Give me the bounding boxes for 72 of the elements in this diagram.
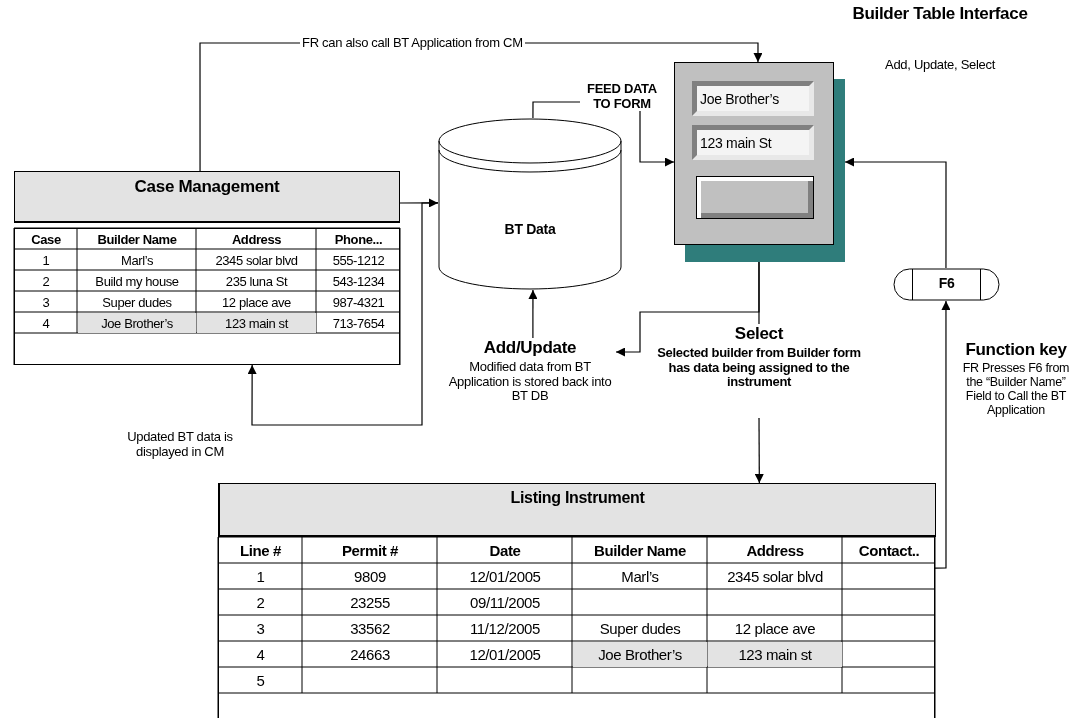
table-cell-text: 3 [41, 293, 51, 312]
database-cylinder [438, 118, 622, 290]
form-button [696, 176, 814, 219]
table-cell-text: Build my house [94, 272, 180, 291]
table-cell-text: Super dudes [598, 619, 682, 639]
table-cell-text: 12/01/2005 [468, 567, 542, 587]
panel-title: Listing Instrument [509, 489, 646, 507]
window-subtitle: Add, Update, Select [884, 58, 997, 73]
column-header: Case [30, 230, 62, 249]
table-cell: 123 main st [708, 642, 842, 667]
field-value: 123 main St [700, 136, 772, 152]
table-cell-text: 713-7654 [331, 314, 386, 333]
table-cell-text: 5 [255, 671, 266, 691]
table-cell-text: 9809 [353, 567, 387, 587]
table-cell-text: 4 [255, 645, 266, 665]
annotation-body: Modified data from BT Application is stored back into BT DB [447, 360, 613, 404]
table-cell-text: Super dudes [101, 293, 173, 312]
table-cell-text: 09/11/2005 [469, 593, 541, 613]
column-header: Date [488, 541, 522, 561]
column-header: Line # [239, 541, 282, 561]
table-cell-text: 555-1212 [331, 251, 386, 270]
table-cell: Joe Brother’s [573, 642, 707, 667]
table-cell-text: 33562 [349, 619, 391, 639]
connector-arrow [754, 417, 764, 484]
edge-label: FR can also call BT Application from CM [300, 36, 525, 51]
annotation-heading: Select [733, 324, 785, 344]
key-label: F6 [937, 276, 956, 292]
application-window [218, 483, 935, 718]
connector-arrow [934, 300, 951, 569]
table-cell-text: Marl’s [620, 567, 660, 587]
table-cell: 123 main st [197, 313, 316, 333]
table-cell-text: 12 place ave [221, 293, 292, 312]
column-header: Contact.. [857, 541, 921, 561]
input-field [692, 81, 814, 116]
table-cell: Joe Brother’s [78, 313, 196, 333]
connector-arrow [528, 289, 538, 339]
table-cell-text: 1 [255, 567, 266, 587]
field-value: Joe Brother’s [700, 92, 779, 108]
node-label: BT Data [503, 222, 557, 238]
column-header: Builder Name [96, 230, 178, 249]
table-cell-text: 24663 [349, 645, 391, 665]
table-cell-text: 23255 [349, 593, 391, 613]
table-cell-text: 4 [41, 314, 51, 333]
annotation-heading: Add/Update [482, 338, 578, 358]
connector-arrow [844, 157, 947, 269]
window-heading: Builder Table Interface [852, 4, 1028, 24]
table-cell-text: 3 [255, 619, 266, 639]
annotation-heading: Function key [964, 340, 1068, 360]
column-header: Permit # [341, 541, 399, 561]
column-header: Address [230, 230, 283, 249]
annotation-body: FR Presses F6 from the “Builder Name” Field to Call the BT Application [961, 361, 1071, 417]
annotation-body: Selected builder from Builder form has data being assigned to the instrument [656, 346, 862, 390]
table-cell-text: 1 [41, 251, 51, 270]
table-cell-text: 11/12/2005 [469, 619, 541, 639]
column-header: Phone... [333, 230, 384, 249]
function-key-symbol [893, 268, 1000, 301]
table-cell-text: 12/01/2005 [468, 645, 542, 665]
table-cell-text: 987-4321 [331, 293, 386, 312]
table-cell-text: 2345 solar blvd [214, 251, 299, 270]
table-cell-text: 2 [41, 272, 51, 291]
table-cell-text: 543-1234 [331, 272, 386, 291]
table-cell-text: 2345 solar blvd [726, 567, 824, 587]
input-field [692, 125, 814, 160]
column-header: Builder Name [593, 541, 687, 561]
column-header: Address [745, 541, 805, 561]
table-cell-text: 235 luna St [224, 272, 289, 291]
table-cell-text: 2 [255, 593, 266, 613]
connector-arrow [247, 202, 439, 426]
panel-title: Case Management [133, 177, 281, 197]
table-cell-text: Marl’s [120, 251, 154, 270]
application-window [14, 171, 400, 365]
table-cell-text: 12 place ave [733, 619, 817, 639]
